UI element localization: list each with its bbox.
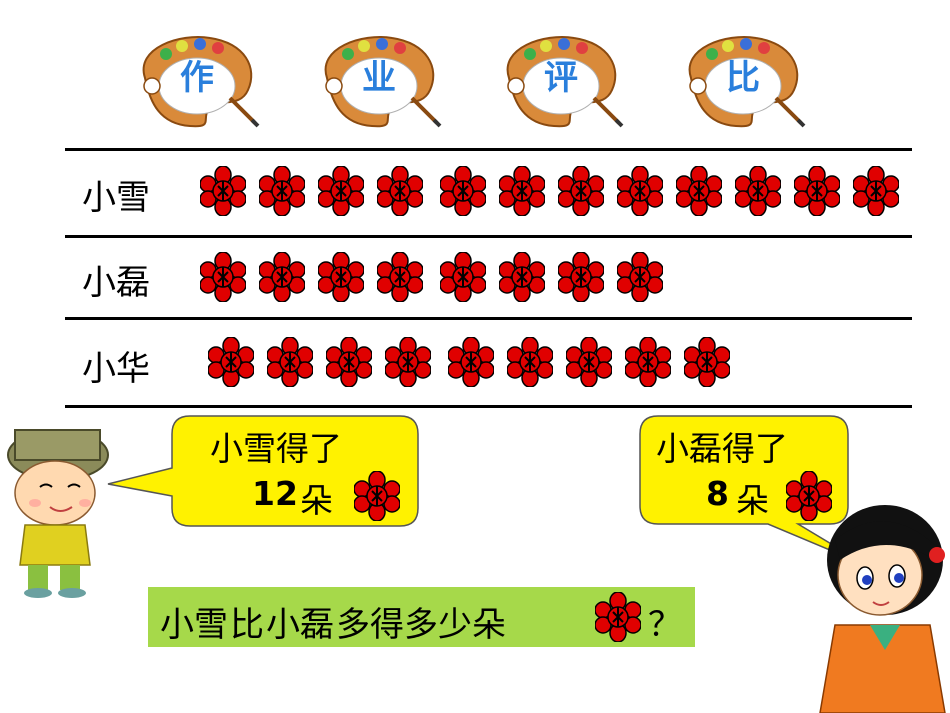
question-name-xiaolei: 小磊 — [266, 605, 334, 645]
bubble-shape — [107, 415, 419, 527]
red-flower-icon — [259, 252, 305, 302]
question-mark: ？ — [648, 605, 682, 645]
red-flower-icon — [499, 252, 545, 302]
red-flower-icon — [318, 252, 364, 302]
palette-4: 比 — [676, 28, 806, 128]
palette-label: 业 — [362, 58, 396, 98]
row-label-xiaoxue: 小雪 — [82, 178, 150, 218]
red-flower-icon — [448, 337, 494, 387]
red-flower-icon — [558, 252, 604, 302]
red-flower-icon — [208, 337, 254, 387]
red-flower-icon — [617, 252, 663, 302]
bubble-right-count: 8 — [706, 474, 729, 513]
red-flower-icon — [440, 166, 486, 216]
red-flower-icon — [558, 166, 604, 216]
girl-cartoon-icon — [819, 505, 946, 713]
row-label-xiaohua: 小华 — [82, 349, 150, 389]
question-text: 多得多少朵 — [336, 605, 506, 645]
bubble-left-count: 12 — [252, 474, 298, 513]
table-line-1 — [65, 235, 912, 238]
red-flower-icon — [566, 337, 612, 387]
question-name-xiaoxue: 小雪 — [160, 605, 228, 645]
red-flower-icon — [794, 166, 840, 216]
bubble-right-line1: 小磊得了 — [656, 429, 788, 468]
table-line-bottom — [65, 405, 912, 408]
question-bi: 比 — [230, 605, 264, 645]
palette-label: 作 — [180, 58, 214, 98]
boy-cartoon-icon — [7, 429, 109, 598]
bubble-right-unit: 朵 — [736, 481, 769, 520]
palette-2: 业 — [312, 28, 442, 128]
question-box: 小雪 比 小磊 多得多少朵 ？ — [148, 587, 695, 647]
speech-bubble-left: 小雪得了 12 朵 — [100, 408, 430, 533]
red-flower-icon — [684, 337, 730, 387]
flower-row-xiaoxue — [200, 166, 900, 220]
red-flower-icon — [259, 166, 305, 216]
red-flower-icon — [617, 166, 663, 216]
row-label-xiaolei: 小磊 — [82, 263, 150, 303]
palette-label: 比 — [726, 58, 760, 98]
red-flower-icon — [625, 337, 671, 387]
red-flower-icon — [595, 592, 641, 642]
red-flower-icon — [385, 337, 431, 387]
red-flower-icon — [676, 166, 722, 216]
red-flower-icon — [200, 166, 246, 216]
palette-3: 评 — [494, 28, 624, 128]
red-flower-icon — [200, 252, 246, 302]
red-flower-icon — [377, 252, 423, 302]
table-line-2 — [65, 317, 912, 320]
red-flower-icon — [354, 471, 400, 521]
red-flower-icon — [267, 337, 313, 387]
speech-bubble-right: 小磊得了 8 朵 — [638, 408, 858, 568]
red-flower-icon — [377, 166, 423, 216]
red-flower-icon — [507, 337, 553, 387]
palette-1: 作 — [130, 28, 260, 128]
table-line-top — [65, 148, 912, 151]
red-flower-icon — [853, 166, 899, 216]
red-flower-icon — [499, 166, 545, 216]
red-flower-icon — [440, 252, 486, 302]
flower-row-xiaohua — [208, 337, 908, 391]
bubble-left-unit: 朵 — [300, 481, 333, 520]
flower-row-xiaolei — [200, 252, 900, 306]
red-flower-icon — [318, 166, 364, 216]
red-flower-icon — [326, 337, 372, 387]
bubble-left-line1: 小雪得了 — [210, 429, 342, 468]
red-flower-icon — [735, 166, 781, 216]
palette-label: 评 — [544, 58, 578, 98]
